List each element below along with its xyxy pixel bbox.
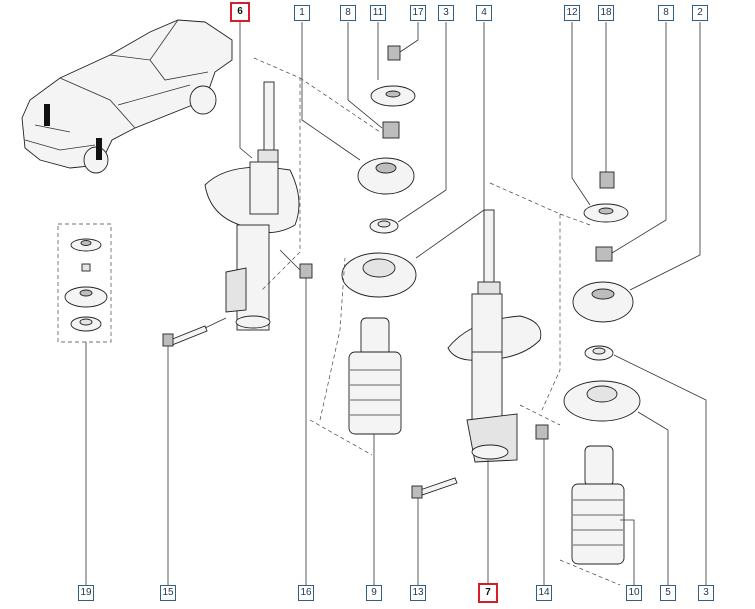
right-strut-assembly xyxy=(447,209,542,463)
nut-right xyxy=(535,424,549,440)
nut-left xyxy=(279,249,313,279)
callout-6[interactable]: 6 xyxy=(230,2,250,22)
left-strut-assembly xyxy=(204,81,300,331)
front-right-strut-marker-icon xyxy=(96,138,102,160)
callout-2[interactable]: 2 xyxy=(692,5,708,21)
leader-lines xyxy=(85,22,707,585)
bolt-left xyxy=(162,325,208,347)
callout-1[interactable]: 1 xyxy=(294,5,310,21)
inset-box xyxy=(57,223,112,343)
callout-4[interactable]: 4 xyxy=(476,5,492,21)
callout-15[interactable]: 15 xyxy=(160,585,176,601)
callout-18[interactable]: 18 xyxy=(598,5,614,21)
callout-16[interactable]: 16 xyxy=(298,585,314,601)
callout-14[interactable]: 14 xyxy=(536,585,552,601)
middle-exploded-parts xyxy=(341,45,417,435)
front-left-strut-marker-icon xyxy=(44,104,50,126)
callout-8-right[interactable]: 8 xyxy=(658,5,674,21)
callout-11[interactable]: 11 xyxy=(370,5,386,21)
right-exploded-parts xyxy=(563,171,641,565)
callout-10[interactable]: 10 xyxy=(626,585,642,601)
car-thumbnail xyxy=(21,19,233,174)
callout-3-bottom[interactable]: 3 xyxy=(698,585,714,601)
callout-8[interactable]: 8 xyxy=(340,5,356,21)
callout-3[interactable]: 3 xyxy=(438,5,454,21)
callout-17[interactable]: 17 xyxy=(410,5,426,21)
callout-13[interactable]: 13 xyxy=(410,585,426,601)
callout-9[interactable]: 9 xyxy=(366,585,382,601)
callout-19[interactable]: 19 xyxy=(78,585,94,601)
callout-12[interactable]: 12 xyxy=(564,5,580,21)
callout-7[interactable]: 7 xyxy=(478,583,498,603)
callout-5[interactable]: 5 xyxy=(660,585,676,601)
bolt-right xyxy=(411,477,458,499)
